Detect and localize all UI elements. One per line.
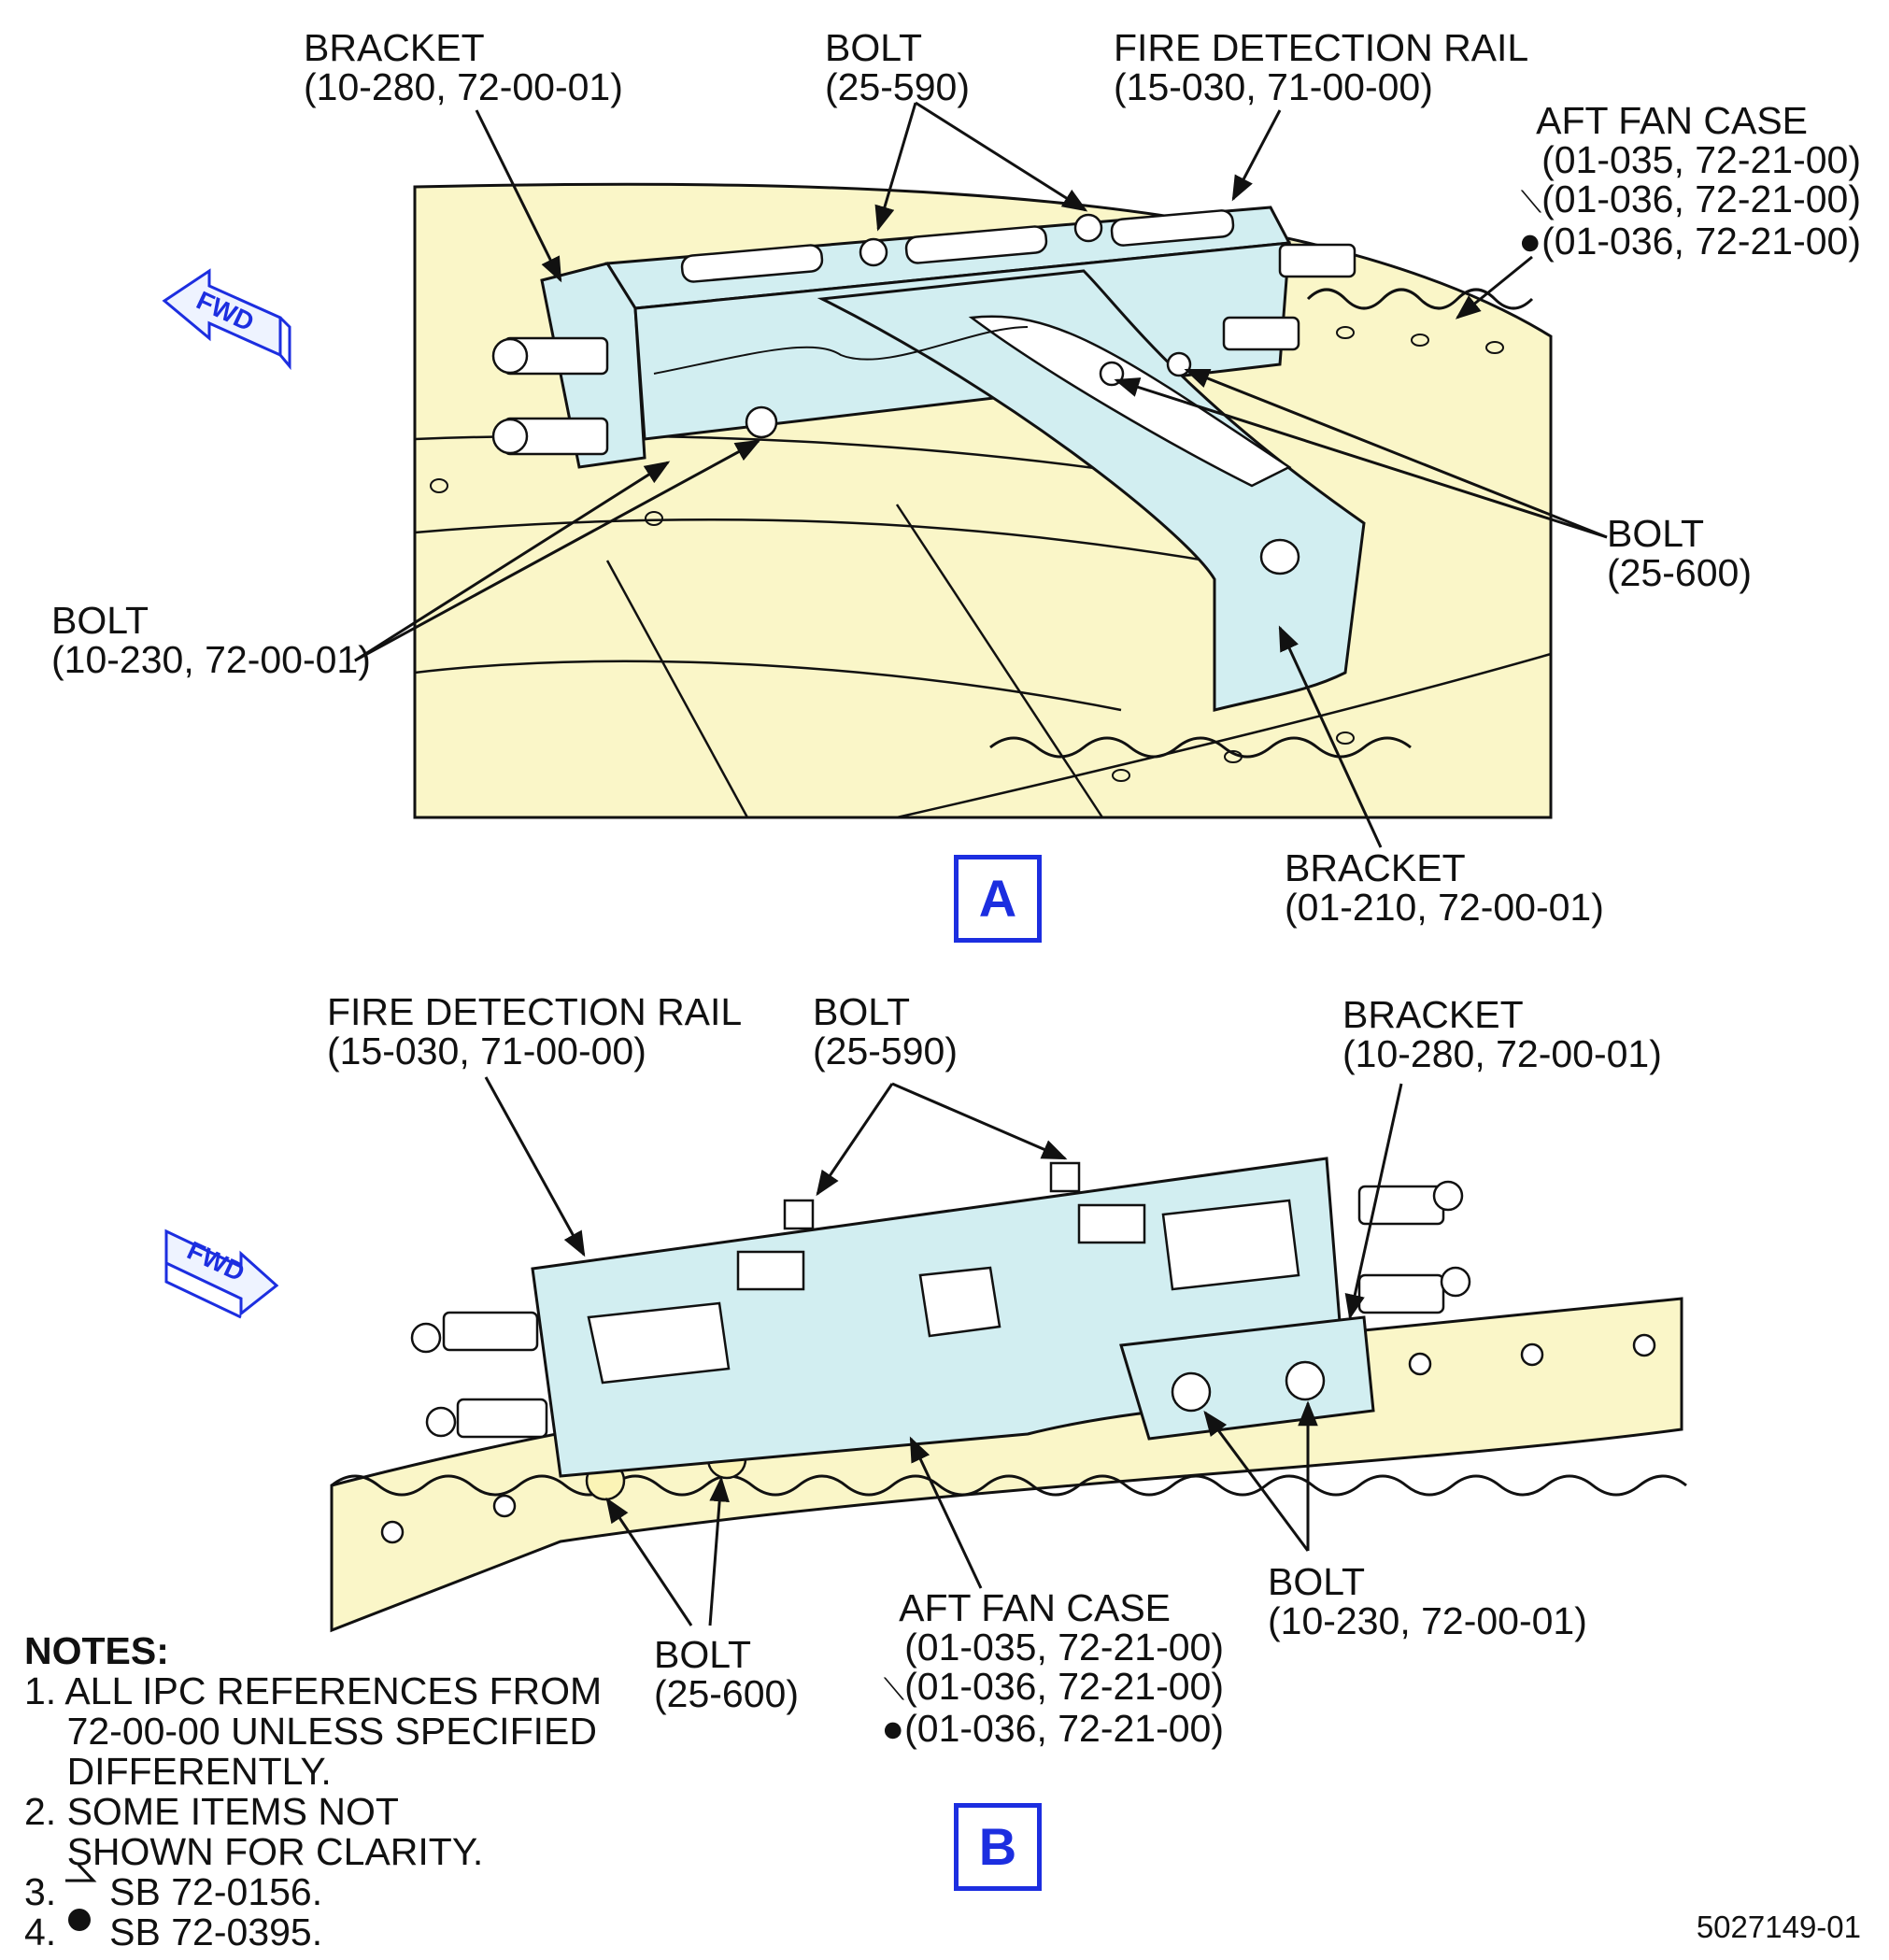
- note-line: DIFFERENTLY.: [24, 1750, 332, 1793]
- view-b-bolt-top-label: BOLT(25-590): [813, 990, 958, 1072]
- view-b-rail-label: FIRE DETECTION RAIL(15-030, 71-00-00): [327, 990, 743, 1072]
- notes-title: NOTES:: [24, 1629, 169, 1672]
- sb-0395-mark-b: ●: [881, 1707, 905, 1750]
- sb-0156-mark: ⟍: [1520, 185, 1542, 219]
- note-line: SB 72-0395.: [98, 1910, 323, 1953]
- note-line: 1. ALL IPC REFERENCES FROM: [24, 1669, 603, 1712]
- view-b-rail-assembly: [410, 1157, 1471, 1478]
- view-a-fan-case-label: AFT FAN CASE (01-035, 72-21-00)⟍(01-036,…: [1518, 99, 1861, 263]
- view-a-rail-assembly: [491, 206, 1366, 712]
- sb-0395-mark: ●: [1518, 220, 1542, 263]
- view-a-fwd-arrow: [162, 268, 291, 371]
- notes-symbols: [65, 1863, 97, 1931]
- view-a-bolt-right-label: BOLT(25-600): [1607, 512, 1752, 594]
- view-b-leaders: [484, 1076, 1403, 1626]
- view-b-bolt-bottom-left-label: BOLT(25-600): [654, 1633, 799, 1715]
- note-line: 3.: [24, 1870, 57, 1913]
- view-b-fwd-arrow: [164, 1229, 279, 1319]
- notes-block: NOTES: 1. ALL IPC REFERENCES FROM 72-00-…: [24, 1631, 602, 1953]
- figure-number: 5027149-01: [1696, 1910, 1861, 1944]
- note-line: SB 72-0156.: [98, 1870, 323, 1913]
- view-a-bolt-left-label: BOLT(10-230, 72-00-01): [51, 599, 371, 681]
- note-line: 2. SOME ITEMS NOT: [24, 1790, 399, 1833]
- view-b-bolt-bottom-right-label: BOLT(10-230, 72-00-01): [1268, 1560, 1587, 1642]
- view-a-leaders: [354, 101, 1608, 848]
- view-a-label-box: A: [954, 855, 1042, 943]
- sb-0156-mark-b: ⟍: [883, 1672, 905, 1706]
- view-b-label-box: B: [954, 1803, 1042, 1891]
- view-b-fan-case-label: AFT FAN CASE (01-035, 72-21-00)⟍(01-036,…: [881, 1586, 1224, 1750]
- note-line: 72-00-00 UNLESS SPECIFIED: [24, 1710, 597, 1753]
- view-a-bracket-top-label: BRACKET(10-280, 72-00-01): [304, 26, 623, 108]
- view-a-bolt-top-label: BOLT(25-590): [825, 26, 970, 108]
- view-b-bracket-label: BRACKET(10-280, 72-00-01): [1342, 993, 1662, 1075]
- note-line: 4.: [24, 1910, 57, 1953]
- note-line: SHOWN FOR CLARITY.: [24, 1830, 484, 1873]
- view-a-bracket-bottom-label: BRACKET(01-210, 72-00-01): [1285, 846, 1604, 929]
- view-a-rail-label: FIRE DETECTION RAIL(15-030, 71-00-00): [1114, 26, 1529, 108]
